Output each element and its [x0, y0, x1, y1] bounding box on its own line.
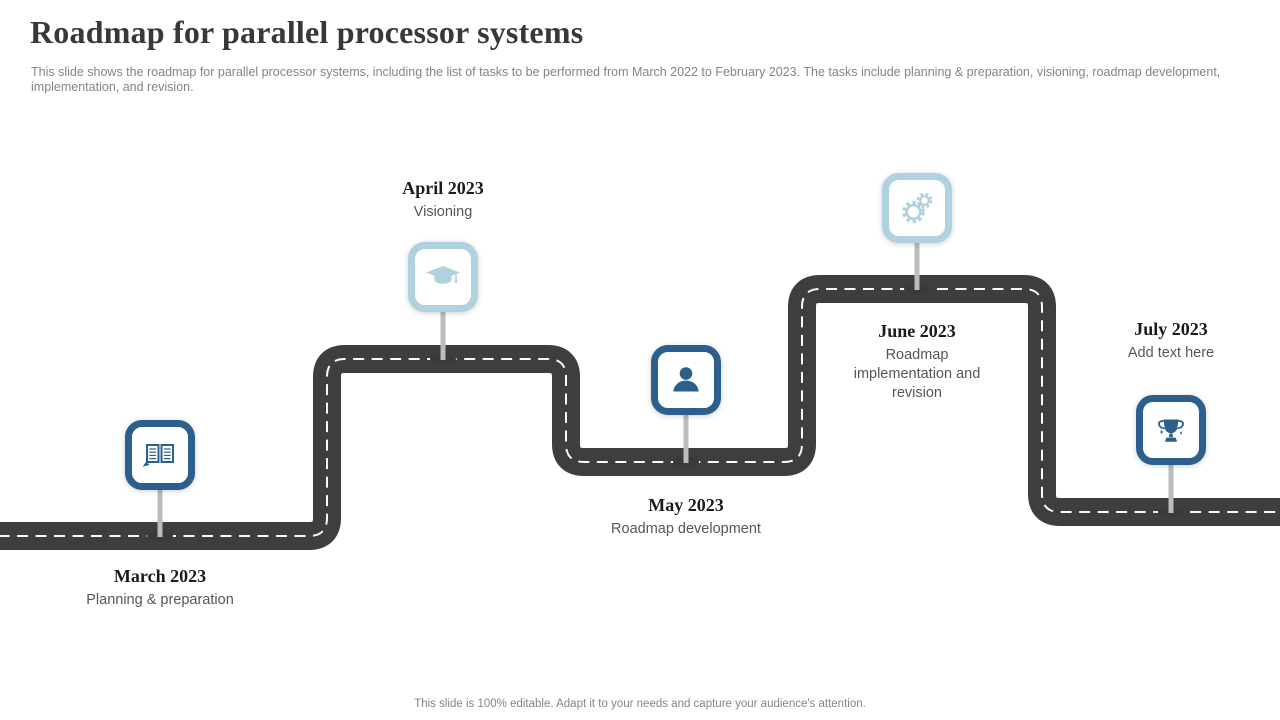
footer-note: This slide is 100% editable. Adapt it to… [414, 698, 866, 710]
milestone-date: March 2023 [113, 566, 207, 586]
milestone-may-label: May 2023 Roadmap development [611, 495, 761, 539]
milestone-description-placeholder[interactable]: Add text here [1127, 345, 1215, 361]
road-center-dashed-line [0, 288, 1280, 537]
milestone-date: July 2023 [1134, 319, 1208, 339]
milestone-april-label: April 2023 Visioning [402, 178, 484, 222]
milestone-june-label: June 2023 Roadmap implementation and rev… [847, 321, 987, 403]
milestone-july-label[interactable]: July 2023 Add text here [1128, 319, 1214, 363]
slide-title: Roadmap for parallel processor systems [30, 14, 584, 50]
milestone-description: Roadmap implementation and revision [853, 347, 981, 401]
milestone-july-shape [1136, 395, 1206, 465]
milestone-april-shape [408, 242, 478, 312]
milestone-description: Visioning [413, 204, 473, 220]
milestone-date: June 2023 [878, 321, 956, 341]
milestone-date: April 2023 [402, 178, 484, 198]
milestone-description: Roadmap development [611, 521, 761, 537]
subtitle-line-1: This slide shows the roadmap for paralle… [31, 65, 1221, 79]
milestone-june-shape [882, 173, 952, 243]
milestone-date: May 2023 [648, 495, 724, 515]
open-book-icon [142, 444, 174, 467]
person-icon [673, 367, 699, 392]
graduation-cap-icon [426, 266, 460, 284]
milestone-march-label: March 2023 Planning & preparation [86, 566, 234, 610]
trophy-icon [1158, 419, 1184, 442]
milestone-may-shape [651, 345, 721, 415]
subtitle-line-2: implementation, and revision. [31, 80, 194, 94]
milestone-march-shape [125, 420, 195, 490]
gears-icon [902, 192, 933, 224]
slide-subtitle: This slide shows the roadmap for paralle… [31, 65, 1220, 95]
milestone-description: Planning & preparation [86, 592, 234, 608]
